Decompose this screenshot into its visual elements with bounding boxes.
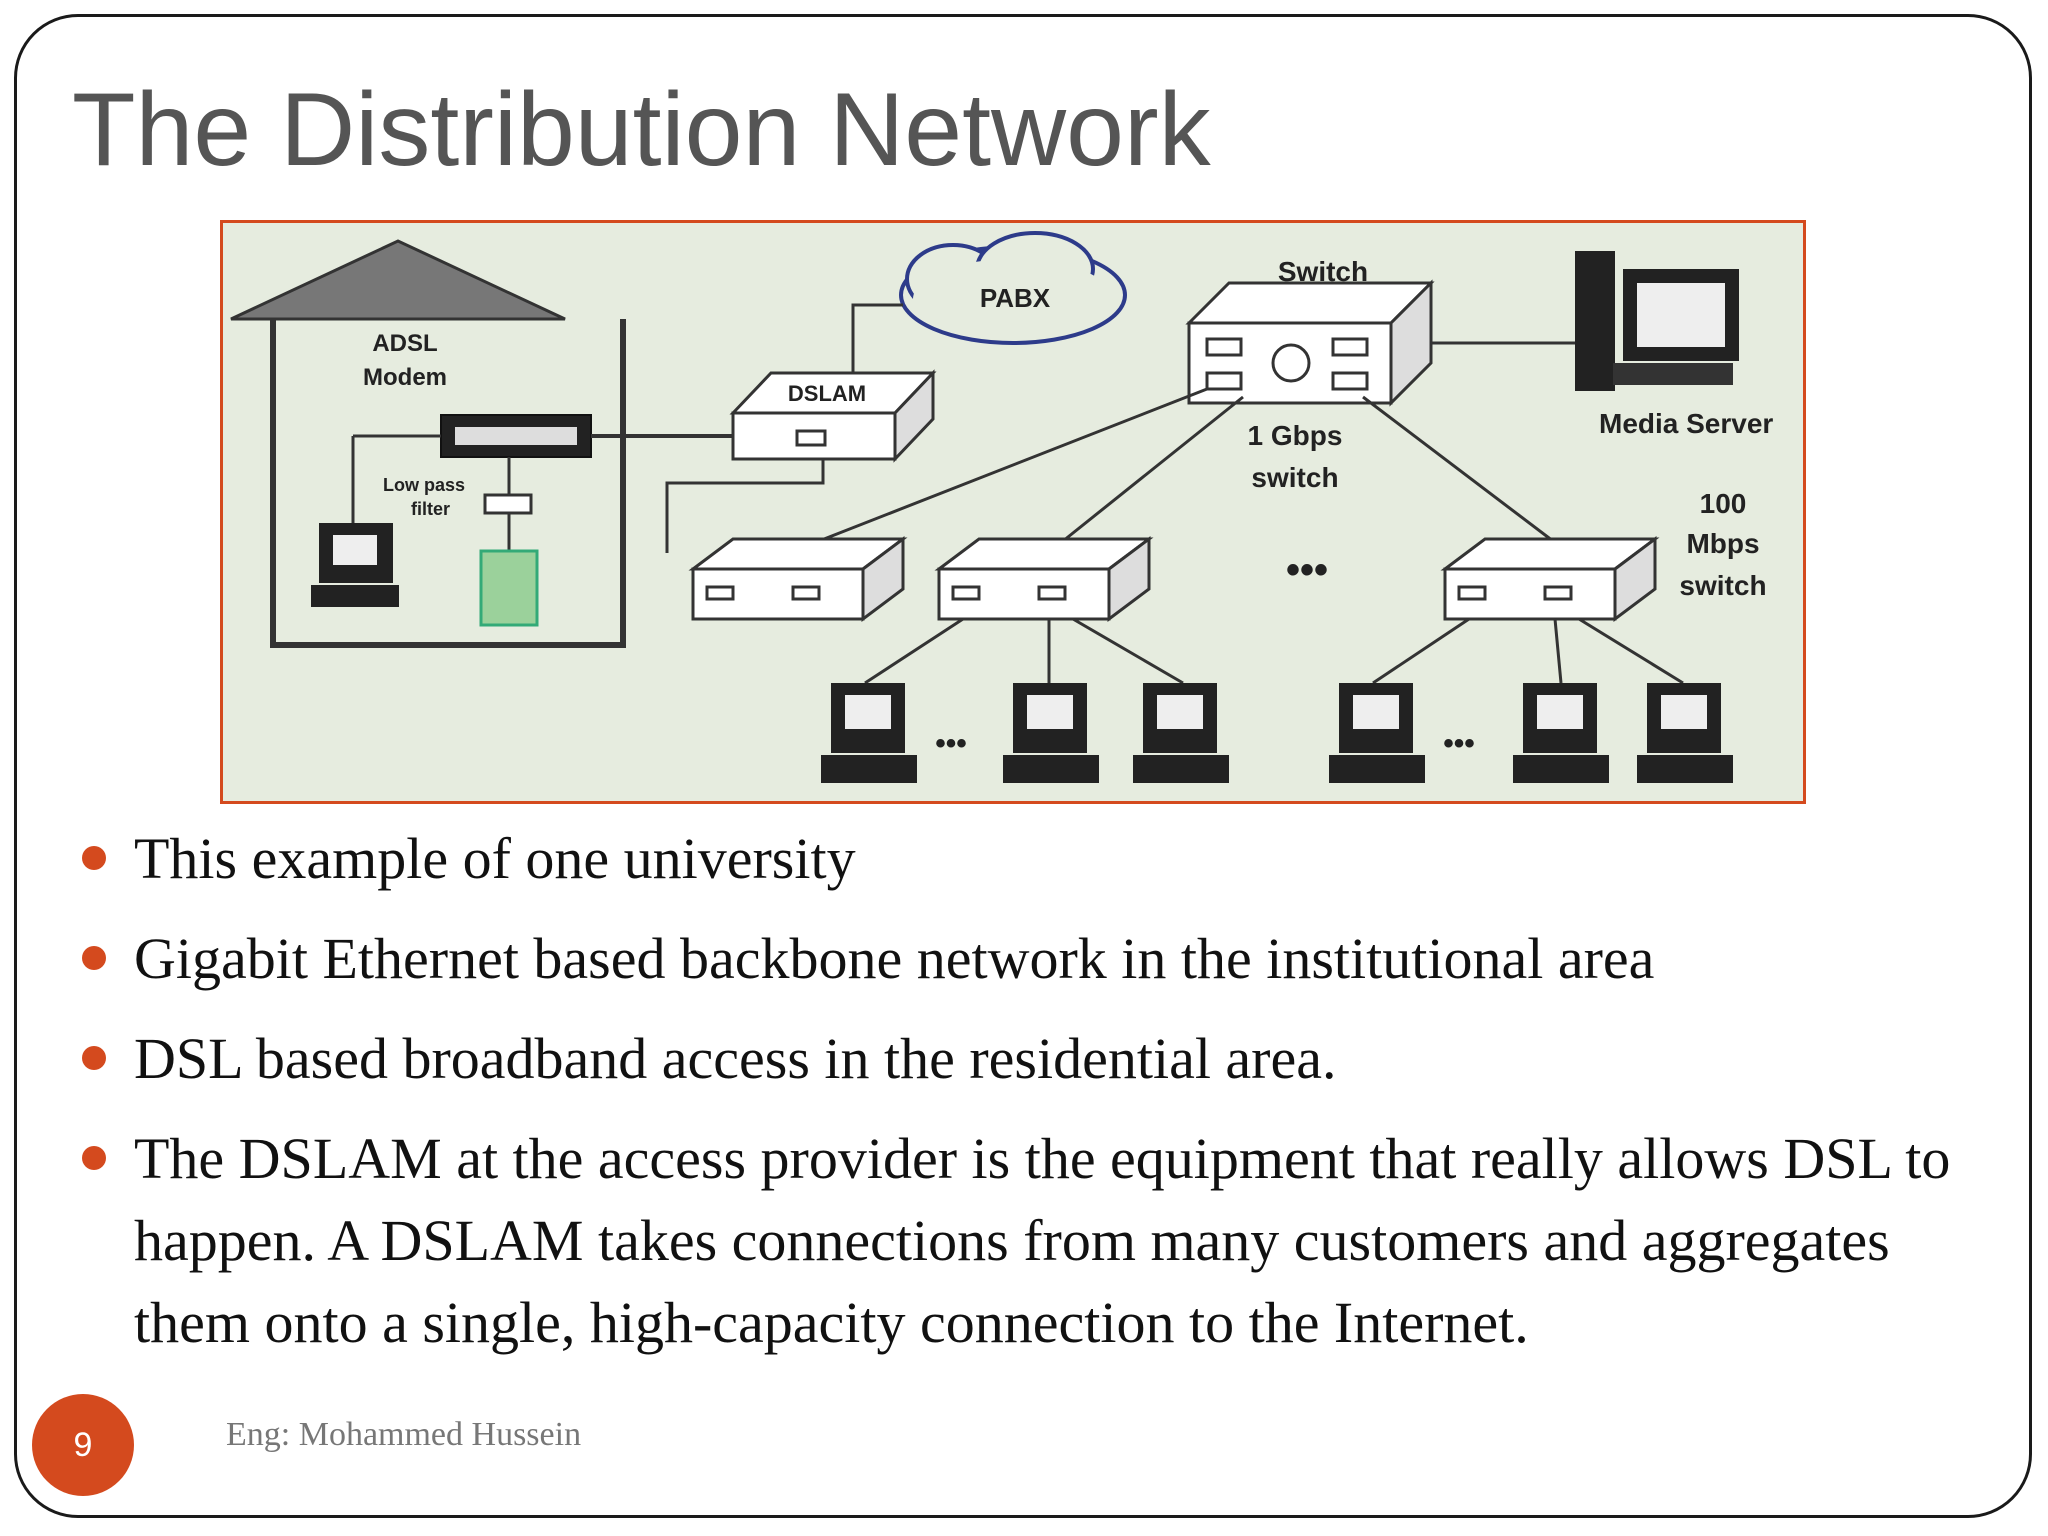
mbps-switch-right <box>1440 536 1660 622</box>
bullet-dot <box>82 1046 106 1070</box>
adsl-modem-label-1: ADSL <box>372 330 437 357</box>
mbps-label-2: Mbps <box>1686 528 1759 559</box>
computers-ellipsis-right: ••• <box>1443 727 1475 760</box>
low-pass-label-1: Low pass <box>383 475 465 495</box>
low-pass-label-2: filter <box>411 499 450 519</box>
bullet-item: The DSLAM at the access provider is the … <box>82 1118 1982 1364</box>
bullet-text: This example of one university <box>134 826 856 891</box>
mbps-switch-middle <box>934 536 1154 622</box>
bullet-dot <box>82 846 106 870</box>
gbps-label-1: 1 Gbps <box>1248 420 1343 451</box>
adsl-modem-ports <box>455 427 577 445</box>
dslam-device <box>731 411 897 461</box>
bullet-item: Gigabit Ethernet based backbone network … <box>82 918 1982 1000</box>
media-server-label: Media Server <box>1599 408 1773 439</box>
bullet-dot <box>82 1146 106 1170</box>
slide-title: The Distribution Network <box>72 72 1211 188</box>
client-computer-3 <box>1133 683 1229 783</box>
low-pass-filter <box>483 493 533 515</box>
gigabit-switch <box>1187 321 1393 405</box>
client-computer-6 <box>1637 683 1733 783</box>
client-computer-5 <box>1513 683 1609 783</box>
client-computer-1 <box>821 683 917 783</box>
house-walls <box>270 319 626 648</box>
client-computer-2 <box>1003 683 1099 783</box>
adsl-modem-label-2: Modem <box>363 364 447 391</box>
media-server-tower <box>1575 251 1615 391</box>
slide-frame <box>14 14 2032 1518</box>
bullet-text: Gigabit Ethernet based backbone network … <box>134 926 1655 991</box>
mbps-label-1: 100 <box>1700 488 1747 519</box>
gbps-label-2: switch <box>1251 462 1338 493</box>
house-roof <box>230 239 566 321</box>
network-diagram-svg: ADSL Modem Low pass filter DSLAM PABX <box>230 231 1773 783</box>
bullet-list: This example of one university Gigabit E… <box>82 818 1982 1382</box>
switch-ellipsis: ••• <box>1286 548 1328 592</box>
mbps-switch-left <box>688 536 908 622</box>
bullet-dot <box>82 946 106 970</box>
pabx-label: PABX <box>980 283 1051 313</box>
mbps-label-3: switch <box>1679 570 1766 601</box>
switch-label: Switch <box>1278 256 1368 287</box>
footer-author: Eng: Mohammed Hussein <box>226 1416 582 1453</box>
bullet-item: DSL based broadband access in the reside… <box>82 1018 1982 1100</box>
page-number-badge: 9 <box>32 1394 134 1496</box>
bullet-text: DSL based broadband access in the reside… <box>134 1026 1337 1091</box>
bullet-text: The DSLAM at the access provider is the … <box>134 1126 1951 1355</box>
network-diagram: ADSL Modem Low pass filter DSLAM PABX <box>220 220 1806 804</box>
phone-icon <box>479 549 539 627</box>
dslam-label: DSLAM <box>788 381 866 406</box>
bullet-item: This example of one university <box>82 818 1982 900</box>
client-computer-4 <box>1329 683 1425 783</box>
computers-ellipsis-left: ••• <box>935 727 967 760</box>
